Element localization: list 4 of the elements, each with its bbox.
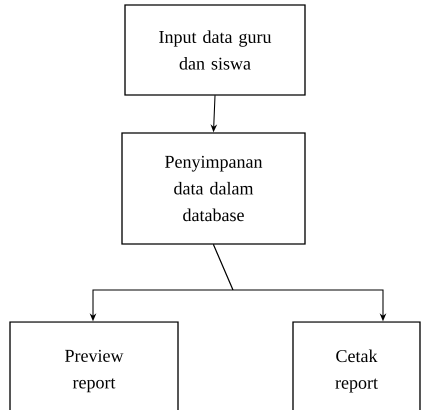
process-box: Penyimpanan data dalam database bbox=[121, 132, 306, 245]
process-box: Preview report bbox=[9, 321, 179, 410]
process-box: Input data guru dan siswa bbox=[124, 4, 306, 96]
process-box: Cetak report bbox=[292, 321, 421, 410]
